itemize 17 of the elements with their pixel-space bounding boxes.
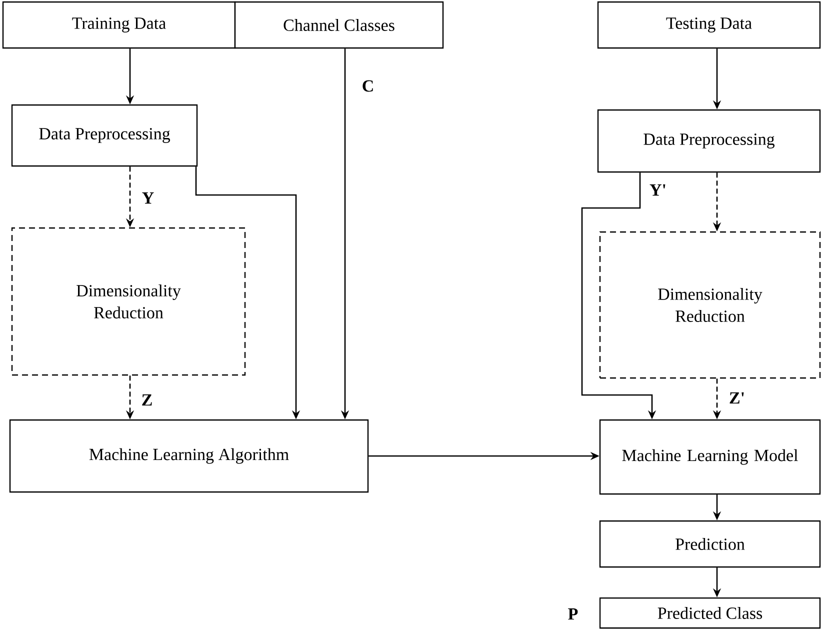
edge-label: Y bbox=[140, 191, 156, 205]
process-box: Data Preprocessing bbox=[597, 109, 821, 173]
process-box: Machine Learning Algorithm bbox=[9, 419, 369, 493]
edge-label: Z bbox=[140, 393, 154, 407]
process-box: Channel Classes bbox=[234, 1, 444, 49]
process-box: Machine Learning Model bbox=[599, 419, 821, 495]
process-box: Testing Data bbox=[597, 1, 821, 49]
dashed-box: Dimensionality Reduction bbox=[11, 227, 246, 376]
dashed-box: Dimensionality Reduction bbox=[599, 231, 821, 379]
edge-label: Y' bbox=[648, 183, 668, 197]
edge-label: Z' bbox=[728, 391, 746, 405]
process-box: Training Data bbox=[2, 1, 236, 49]
side-label: P bbox=[568, 608, 578, 620]
process-box: Predicted Class bbox=[599, 597, 821, 629]
edge-label: C bbox=[360, 79, 376, 93]
process-box: Data Preprocessing bbox=[11, 104, 198, 167]
process-box: Prediction bbox=[599, 520, 821, 568]
